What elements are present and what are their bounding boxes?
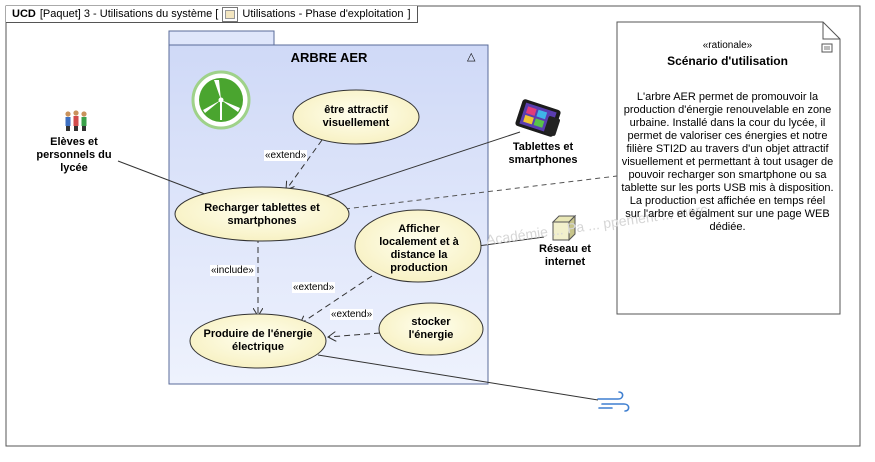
actor-label-eleves[interactable]: Elèves et personnels du lycée (36, 136, 112, 174)
relation-label-include: «include» (210, 265, 255, 276)
note-body: L'arbre AER permet de promouvoir la prod… (621, 91, 834, 233)
usecase-label-recharger: Recharger tablettes et smartphones (204, 202, 320, 227)
frame-close: ] (407, 8, 411, 20)
note-icon (821, 43, 833, 53)
frame-path: [Paquet] 3 - Utilisations du système [ (39, 8, 219, 20)
package-tab (168, 30, 275, 46)
usecase-afficher[interactable] (354, 209, 482, 283)
package-collapse-icon[interactable]: △ (467, 51, 476, 63)
relation-label-extend-2: «extend» (292, 282, 336, 293)
actor-label-tablettes[interactable]: Tablettes et smartphones (508, 141, 578, 166)
usecase-label-stocker: stocker l'énergie (408, 316, 454, 341)
frame-diagram-name: Utilisations - Phase d'exploitation (242, 8, 404, 20)
usecase-recharger[interactable] (174, 186, 350, 242)
rationale-note: «rationale» Scénario d'utilisation L'arb… (615, 22, 840, 234)
note-title: Scénario d'utilisation (667, 54, 788, 68)
usecase-stocker[interactable] (378, 302, 484, 356)
note-anchor (344, 175, 618, 210)
actor-label-reseau[interactable]: Réseau et internet (539, 243, 591, 268)
usecase-produire[interactable] (189, 313, 327, 369)
frame-kind: UCD (12, 8, 36, 20)
node-cube-icon (551, 214, 577, 242)
usecase-attractif[interactable] (292, 89, 420, 145)
assoc-eleves-recharger (117, 160, 211, 197)
usecase-label-produire: Produire de l'énergie électrique (203, 328, 313, 353)
dep-extend-stocker (328, 333, 381, 337)
diagram-frame-tab[interactable]: UCD [Paquet] 3 - Utilisations du système… (6, 6, 418, 23)
dep-extend-afficher (300, 275, 373, 324)
assoc-recharger-tablettes (325, 131, 521, 197)
dep-extend-attractif (286, 139, 323, 190)
assoc-afficher-reseau (477, 236, 545, 247)
tablet-icon (515, 99, 561, 137)
diagram-frame (5, 5, 861, 447)
diagram-icon (222, 6, 239, 22)
note-fold (822, 22, 840, 40)
usecase-label-afficher: Afficher localement et à distance la pro… (379, 223, 459, 274)
assoc-produire-wind (317, 354, 599, 401)
relation-label-extend-3: «extend» (330, 309, 374, 320)
people-icon (65, 110, 87, 131)
note-shape[interactable] (616, 21, 841, 315)
package-title: ARBRE AER (290, 50, 368, 65)
note-stereotype: «rationale» (702, 40, 753, 51)
wind-icon (597, 391, 630, 412)
relation-label-extend-1: «extend» (264, 150, 308, 161)
wind-turbine-icon (191, 70, 251, 130)
usecase-label-attractif: être attractif visuellement (322, 104, 390, 129)
